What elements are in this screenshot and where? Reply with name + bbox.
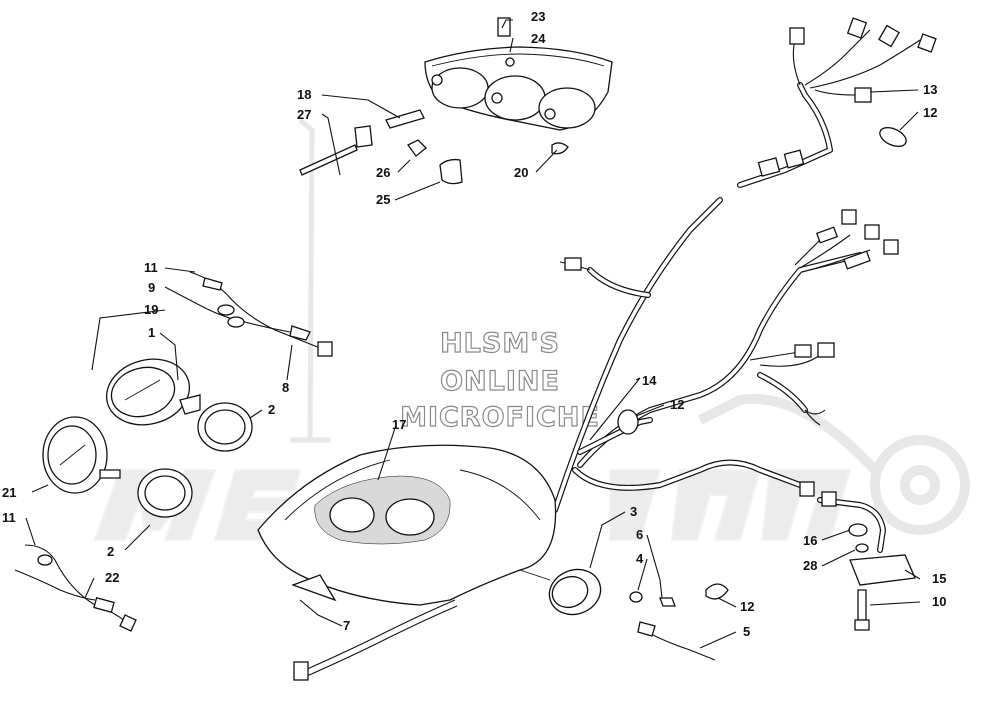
callout-12-bottom: 12 [740,599,754,614]
gauge-sub-harness-lower [14,544,137,632]
instrument-pod-housing [424,17,613,131]
callout-2-upper: 2 [268,402,275,417]
callout-10: 10 [932,594,946,609]
callout-8: 8 [282,380,289,395]
bezel-ring-upper [197,402,253,452]
main-wiring-harness [552,29,921,553]
harness-connectors [564,17,937,507]
callout-27: 27 [297,107,311,122]
callout-20: 20 [514,165,528,180]
watermark-text-block: HLSM'S ONLINE MICROFICHE [399,327,600,433]
callout-13: 13 [923,82,937,97]
callout-24: 24 [531,31,546,46]
callout-25: 25 [376,192,390,207]
callout-labels: 23 24 18 27 26 25 20 13 12 11 9 19 1 8 2… [2,9,946,639]
leader-lines [25,19,921,649]
watermark-line-3: MICROFICHE [400,402,600,433]
callout-26: 26 [376,165,390,180]
callout-12-top: 12 [923,105,937,120]
callout-9: 9 [148,280,155,295]
callout-22: 22 [105,570,119,585]
pod-hardware [299,109,569,185]
hood-cable [293,599,458,681]
callout-11-lower: 11 [2,510,16,525]
callout-11-upper: 11 [144,260,158,275]
callout-23: 23 [531,9,545,24]
hood-console-panel [257,444,557,606]
watermark-line-2: ONLINE [440,366,560,397]
callout-3: 3 [630,504,637,519]
callout-18: 18 [297,87,311,102]
callout-6: 6 [636,527,643,542]
callout-15: 15 [932,571,946,586]
callout-17: 17 [392,417,406,432]
callout-28: 28 [803,558,817,573]
callout-19: 19 [144,302,158,317]
gauge-lower-left [42,416,121,494]
callout-4: 4 [636,551,644,566]
gauge-sub-harness-upper [189,271,333,357]
callout-16: 16 [803,533,817,548]
callout-5: 5 [743,624,750,639]
washer-nut-parts [629,583,729,661]
speedometer-lower [519,568,602,616]
callout-1: 1 [148,325,155,340]
watermark-line-1: HLSM'S [440,328,560,359]
bezel-ring-lower [137,468,193,518]
callout-21: 21 [2,485,16,500]
callout-2-lower: 2 [107,544,114,559]
mounting-block [848,523,916,631]
callout-7: 7 [343,618,350,633]
callout-12-mid: 12 [670,397,684,412]
gauge-upper-left [105,358,201,426]
callout-14: 14 [642,373,657,388]
